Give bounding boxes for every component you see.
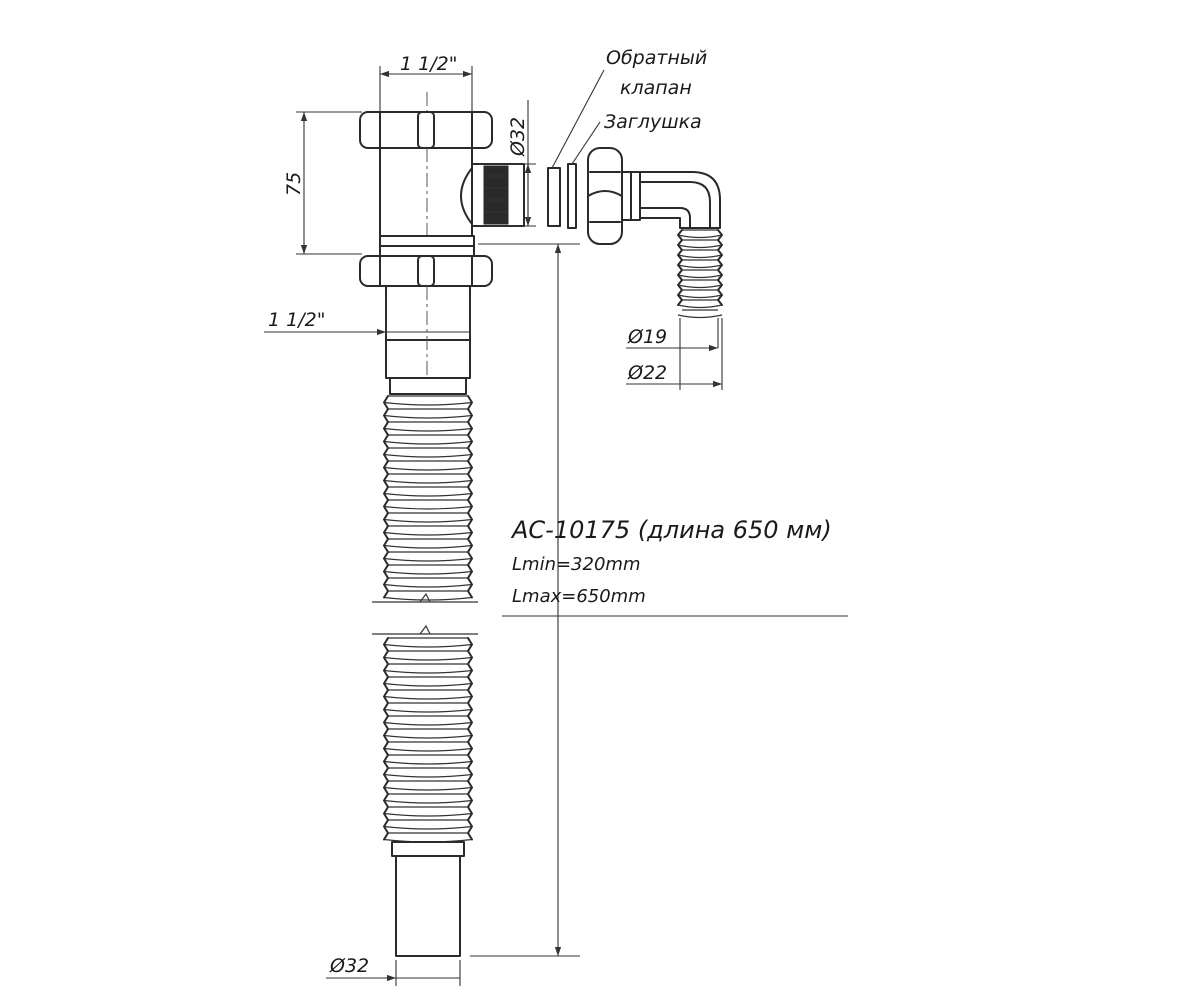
small-hose-corrugation [677, 229, 723, 319]
dim-height: 75 [283, 111, 362, 255]
hose-rib [383, 414, 473, 419]
callout-check-valve-line1: Обратный [606, 47, 707, 69]
small-hose-rib [677, 254, 723, 259]
hose-rib-outline [383, 637, 473, 841]
hose-rib [383, 825, 473, 830]
hose-rib [383, 682, 473, 687]
spec-model: AC-10175 (длина 650 мм) [510, 516, 832, 544]
corrugated-hose-upper [383, 395, 473, 601]
hose-rib [383, 505, 473, 510]
hose-rib [383, 557, 473, 562]
hose-rib [383, 466, 473, 471]
hose-rib [383, 799, 473, 804]
spec-lmax: Lmax=650mm [512, 586, 646, 607]
spec-lmin: Lmin=320mm [512, 554, 640, 575]
small-hose-rib [677, 244, 723, 249]
small-hose-rib [677, 314, 723, 319]
dim-bottom: Ø32 [326, 955, 461, 986]
small-hose-rib [677, 304, 723, 309]
dim-outlet: Ø32 [478, 100, 536, 227]
corrugated-hose-lower [383, 637, 473, 843]
hose-rib [383, 708, 473, 713]
bottom-outlet-pipe [391, 841, 465, 957]
dim-top-thread-label: 1 1/2" [400, 53, 457, 75]
dim-height-label: 75 [283, 172, 305, 196]
hose-rib [383, 786, 473, 791]
hose-rib [383, 440, 473, 445]
plug-disc [567, 163, 577, 229]
hose-rib [383, 492, 473, 497]
spec-block: AC-10175 (длина 650 мм) Lmin=320mm Lmax=… [502, 516, 848, 617]
small-hose-rib [677, 284, 723, 289]
hose-rib [383, 453, 473, 458]
dim-outlet-label: Ø32 [507, 117, 529, 157]
hose-rib [383, 747, 473, 752]
hose-rib-outline [383, 395, 473, 599]
small-hose-rib-outline [677, 229, 723, 306]
hose-rib [383, 596, 473, 601]
dim-side-thread: 1 1/2" [264, 294, 471, 340]
hose-rib [383, 583, 473, 588]
hose-rib [383, 531, 473, 536]
connector-nut [587, 147, 641, 245]
hose-break-marks [372, 592, 478, 635]
small-hose-rib [677, 294, 723, 299]
callout-plug: Заглушка [571, 111, 702, 165]
callout-check-valve: Обратный клапан [551, 47, 707, 169]
hose-rib [383, 479, 473, 484]
hose-rib [383, 773, 473, 778]
callout-plug-label: Заглушка [604, 111, 702, 133]
small-hose-rib [677, 264, 723, 269]
dim-side-thread-label: 1 1/2" [268, 309, 325, 331]
hose-rib [383, 570, 473, 575]
check-valve-disc [547, 167, 561, 227]
hose-rib [383, 643, 473, 648]
dim-hose-outer-label: Ø22 [627, 362, 667, 384]
hose-rib [383, 695, 473, 700]
hose-rib [383, 518, 473, 523]
hose-rib [383, 734, 473, 739]
elbow-hose-connector [639, 171, 721, 229]
hose-rib [383, 669, 473, 674]
callout-check-valve-line2: клапан [620, 77, 692, 99]
hose-rib [383, 656, 473, 661]
dim-bottom-label: Ø32 [329, 955, 369, 977]
hose-rib [383, 760, 473, 765]
small-hose-rib [677, 274, 723, 279]
dim-length [470, 243, 580, 957]
hose-rib [383, 721, 473, 726]
dim-small-hose: Ø19 Ø22 [626, 318, 723, 390]
hose-rib [383, 401, 473, 406]
hose-rib [383, 427, 473, 432]
hose-rib [383, 544, 473, 549]
dim-top-thread: 1 1/2" [379, 53, 473, 112]
small-hose-rib [677, 234, 723, 239]
dim-hose-inner-label: Ø19 [627, 326, 667, 348]
upper-fitting [359, 92, 525, 395]
hose-rib [383, 812, 473, 817]
